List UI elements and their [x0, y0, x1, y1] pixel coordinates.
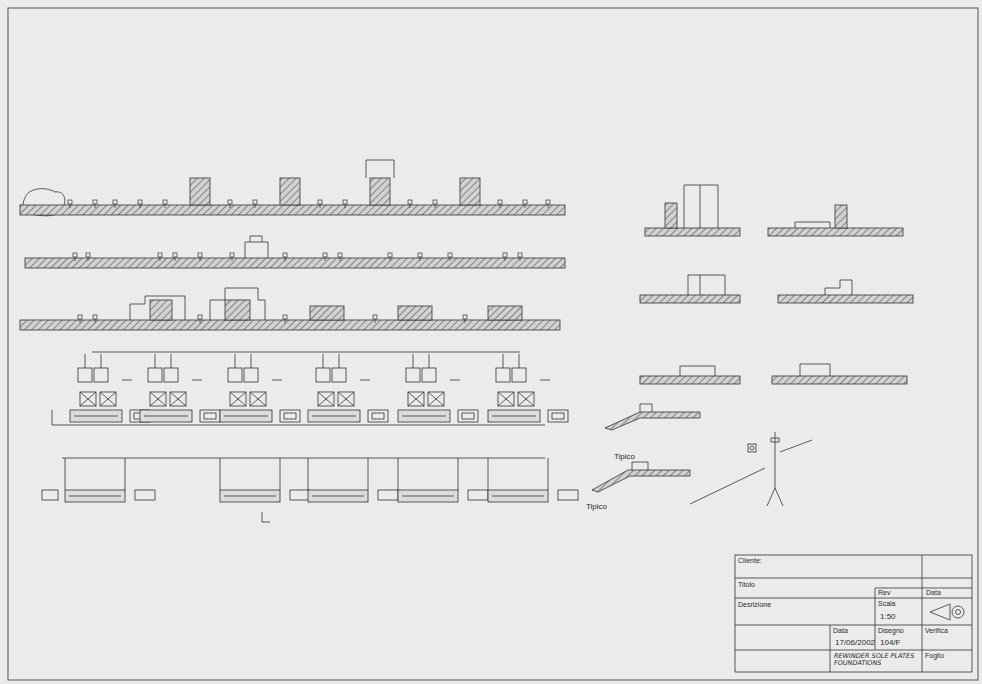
field-name: Rev [878, 589, 890, 597]
detail-label: Tipico [586, 502, 607, 511]
field-name: Data [833, 627, 848, 635]
field-name: Disegno [878, 627, 904, 635]
field-name: Data [926, 589, 941, 597]
field-name: Verifica [925, 627, 948, 635]
drawing-description: REWINDER SOLE PLATES FOUNDATIONS [834, 653, 918, 668]
drawing-number: 104/F [880, 638, 900, 647]
field-name: Scala [878, 600, 896, 608]
detail-label: Tipico [614, 452, 635, 461]
field-name: Foglio [925, 652, 944, 660]
date-value: 17/06/2002 [835, 638, 875, 647]
field-name: Titolo [738, 581, 755, 589]
field-name: Cliente: [738, 557, 762, 565]
field-name: Desrizione [738, 601, 771, 609]
scale-value: 1:50 [880, 612, 896, 621]
